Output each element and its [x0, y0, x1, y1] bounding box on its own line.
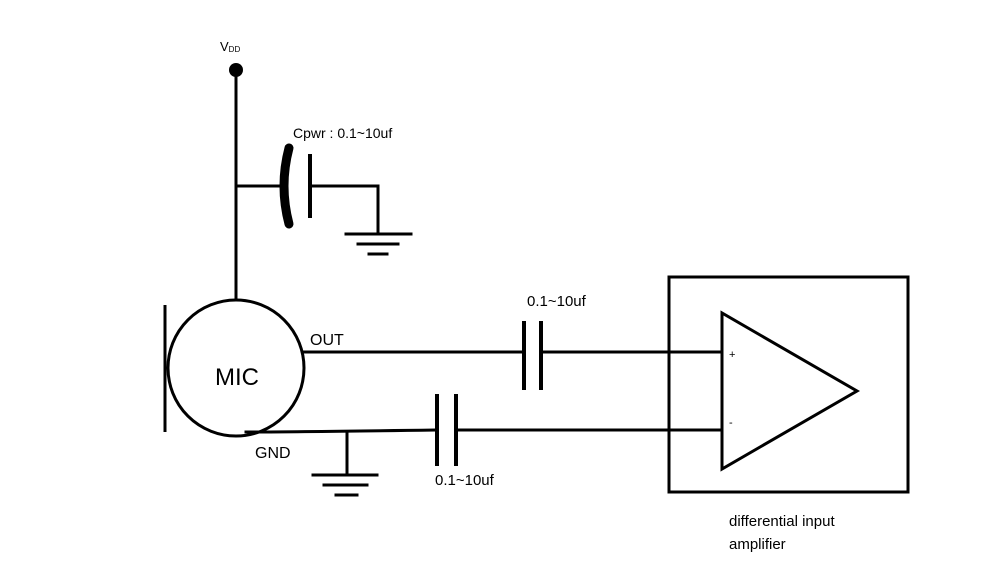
capacitor-gnd — [435, 394, 458, 466]
gnd-label: GND — [255, 445, 291, 462]
vdd-terminal: VDD — [220, 39, 243, 77]
differential-amplifier: + - differential input amplifier — [667, 275, 910, 553]
cpwr-lead-right — [308, 184, 380, 234]
vdd-label: VDD — [220, 39, 240, 54]
amplifier-caption-line1: differential input — [729, 513, 835, 530]
ground-symbol-cpwr — [344, 232, 413, 256]
capacitor-out — [522, 321, 543, 390]
cpwr-curved-plate — [279, 143, 294, 229]
minus-input-label: - — [729, 417, 733, 429]
ground-symbol-mic — [311, 473, 379, 497]
mic-label: MIC — [215, 364, 259, 391]
amplifier-box — [667, 275, 910, 494]
opamp-triangle — [720, 310, 860, 472]
mic-body — [166, 298, 306, 438]
amplifier-caption-line2: amplifier — [729, 536, 786, 553]
cap-gnd-label: 0.1~10uf — [435, 472, 495, 489]
out-label: OUT — [310, 332, 344, 349]
cpwr-capacitor: Cpwr : 0.1~10uf — [234, 125, 392, 234]
cap-out-label: 0.1~10uf — [527, 293, 587, 310]
microphone: MIC — [163, 298, 306, 438]
plus-input-label: + — [729, 349, 735, 361]
cpwr-label: Cpwr : 0.1~10uf — [293, 125, 392, 141]
gnd-wire-left — [244, 428, 438, 434]
